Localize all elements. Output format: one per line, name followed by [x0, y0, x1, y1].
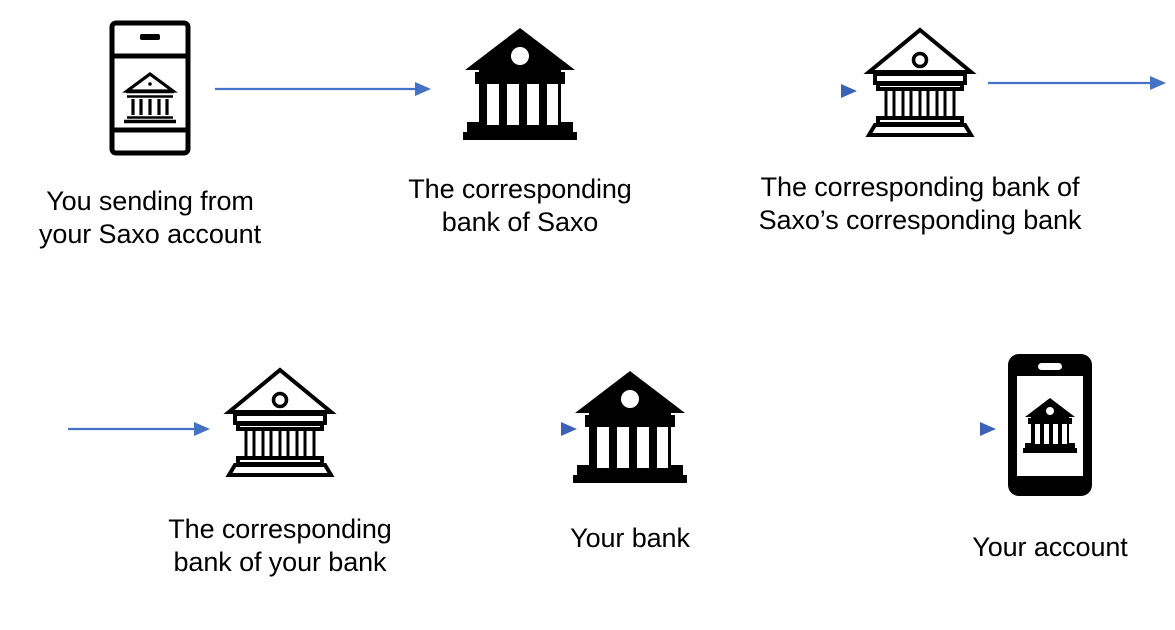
bank-outline-icon [861, 22, 979, 145]
node-label: The corresponding bank of Saxo’s corresp… [758, 172, 1082, 236]
smartphone-outline-with-bank-icon [109, 20, 191, 161]
node-your-account: Your account [900, 352, 1175, 564]
smartphone-solid-with-bank-icon [1006, 352, 1094, 503]
node-label: The corresponding bank of your bank [168, 514, 392, 578]
arrow-continues-to-next-row [988, 72, 1170, 99]
node-label: You sending from your Saxo account [39, 186, 261, 250]
node-your-bank: Your bank [485, 365, 775, 555]
arrow-from-previous-row [68, 418, 214, 445]
arrow-phone-to-saxo-corresponding-bank [215, 78, 435, 105]
node-label: Your account [972, 532, 1128, 562]
node-the-corresponding-bank-of-saxo: The corresponding bank of Saxo [370, 22, 670, 240]
bank-solid-icon [571, 365, 689, 490]
arrow-your-bank-to-your-account [700, 418, 1000, 445]
arrow-saxo-corresponding-bank-to-next-bank [572, 80, 862, 107]
node-you-sending-from-your-saxo-account: You sending from your Saxo account [0, 20, 300, 252]
node-label: The corresponding bank of Saxo [408, 174, 632, 238]
node-the-corresponding-bank-of-saxos-corresponding-bank: The corresponding bank of Saxo’s corresp… [700, 22, 1140, 238]
node-label: Your bank [570, 523, 690, 553]
bank-solid-icon [461, 22, 579, 147]
bank-outline-icon [221, 362, 339, 485]
arrow-corresponding-bank-to-your-bank [345, 418, 581, 445]
node-the-corresponding-bank-of-your-bank: The corresponding bank of your bank [110, 362, 450, 580]
